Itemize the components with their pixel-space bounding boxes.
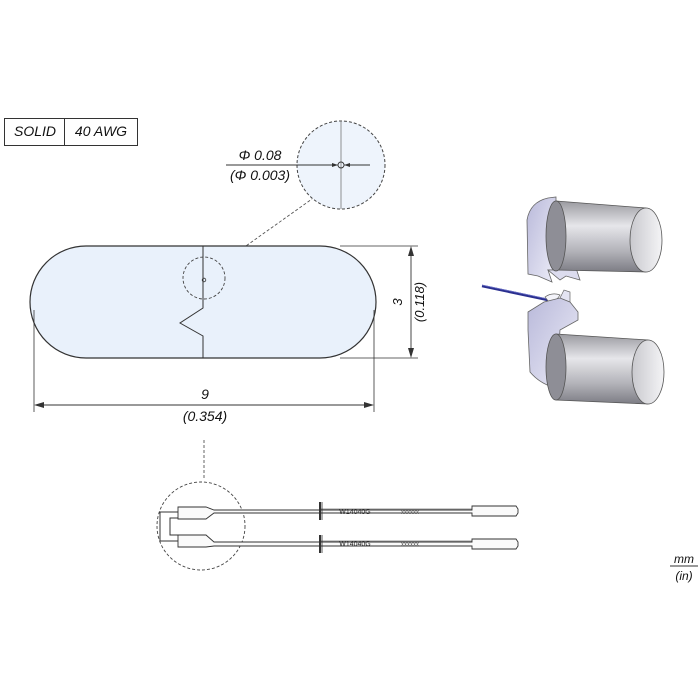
height-dim-in: (0.118) (412, 282, 427, 322)
width-dimension (33, 310, 375, 412)
cartridge-code-lower: xxxxxx (401, 542, 419, 548)
units-in: (in) (675, 569, 692, 583)
units-mm: mm (674, 552, 694, 566)
width-dim-in: (0.354) (183, 408, 227, 424)
spec-box (4, 118, 138, 146)
cartridge-model-lower: W14040G (339, 541, 371, 548)
height-dim-mm: 3 (390, 298, 405, 306)
tip-plan-view (29, 245, 377, 359)
cartridge-code-upper: xxxxxx (401, 510, 419, 516)
detail-magnifier (226, 120, 386, 210)
width-dim-mm: 9 (201, 386, 209, 402)
height-dimension (340, 245, 418, 359)
detail-dim-mm: Φ 0.08 (239, 147, 282, 163)
detail-leader (221, 198, 313, 264)
tweezer-3d-render (481, 196, 665, 405)
detail-dim-in: (Φ 0.003) (230, 167, 290, 183)
spec-awg-label: 40 AWG (74, 123, 128, 139)
cartridge-model-upper: W14040G (339, 509, 371, 516)
cartridge-side-view (156, 481, 519, 571)
spec-solid-label: SOLID (13, 123, 56, 139)
spec-box-divider (64, 118, 65, 146)
